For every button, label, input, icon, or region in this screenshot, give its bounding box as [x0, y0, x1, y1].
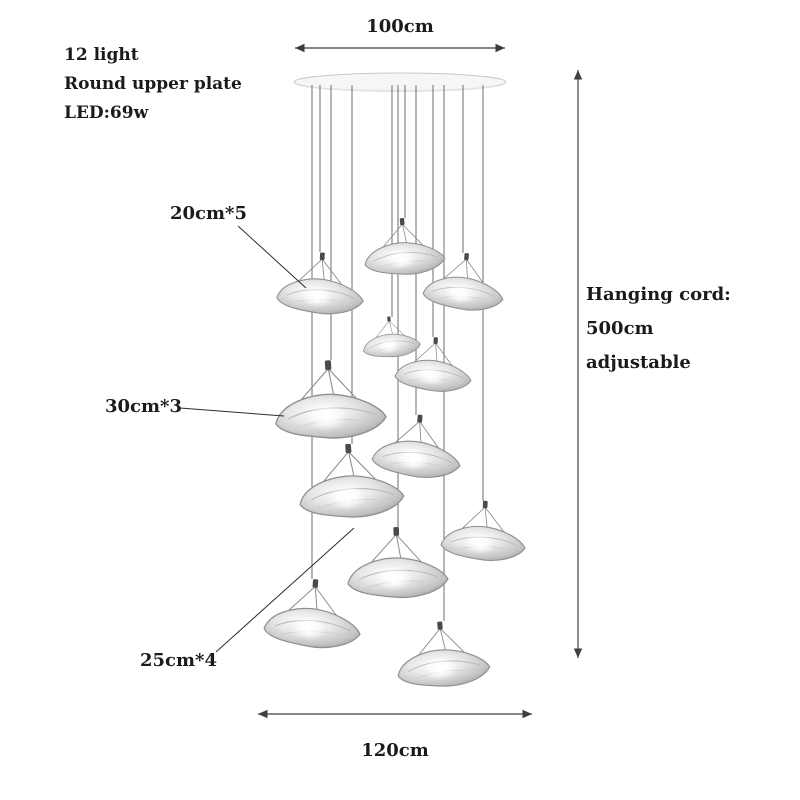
lamp-shade — [359, 313, 422, 361]
spec-power-label: LED:69w — [64, 103, 149, 123]
lamp-shade — [345, 524, 450, 600]
shade-size-20-label: 20cm*5 — [170, 203, 247, 224]
lamp-shade — [272, 356, 388, 442]
cord-length-label-line3: adjustable — [586, 352, 691, 373]
shade-size-30-label: 30cm*3 — [105, 396, 182, 417]
plate-width-label: 100cm — [366, 16, 434, 37]
spec-plate-label: Round upper plate — [64, 74, 242, 94]
leader-line-25cm — [215, 527, 355, 653]
leader-line-30cm — [179, 407, 285, 417]
cord-length-label-line2: 500cm — [586, 318, 654, 339]
spec-lights-label: 12 light — [64, 45, 139, 65]
fixture-width-label: 120cm — [361, 740, 429, 761]
lamp-shade — [370, 410, 465, 482]
lamp-shade — [393, 617, 492, 691]
ceiling-plate-shadow — [294, 83, 506, 92]
lamp-shade — [262, 575, 365, 651]
shade-size-25-label: 25cm*4 — [140, 650, 217, 671]
cord-length-label-line1: Hanging cord: — [586, 284, 731, 305]
lamp-shade — [439, 498, 528, 563]
leader-line-20cm — [237, 225, 307, 289]
lamp-shades — [262, 214, 528, 691]
